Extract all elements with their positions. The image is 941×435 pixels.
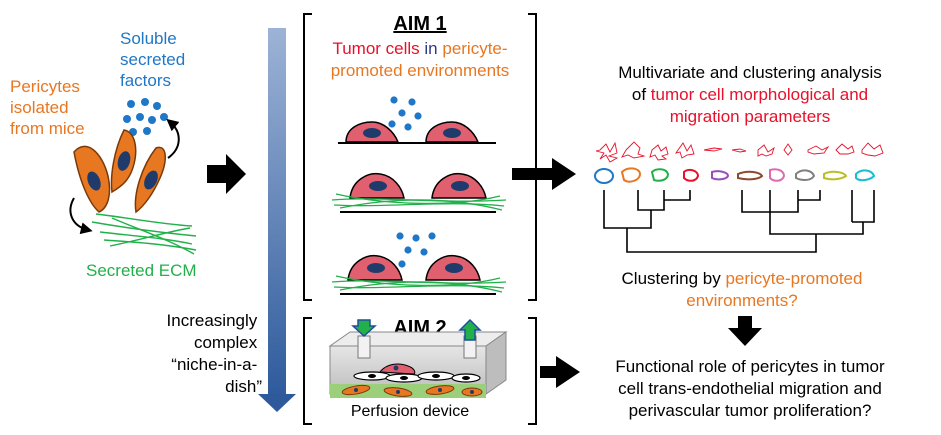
migration-tracks [595, 141, 884, 163]
pericyte-cell-icon [134, 146, 166, 214]
right-panel: Multivariate and clustering analysis of … [594, 63, 885, 420]
condition-ecm [331, 172, 507, 213]
aim1-panel: AIM 1 Tumor cells in pericyte- promoted … [303, 13, 537, 301]
up-arrow-icon [458, 318, 482, 341]
down-arrow-icon [258, 394, 296, 412]
curved-arrow-icon [166, 118, 180, 159]
pericyte-cell-icon [110, 129, 137, 194]
pericyte-cell-icon [73, 145, 111, 213]
soluble-factor-dots [123, 98, 168, 136]
dendrogram-icon [603, 190, 875, 253]
perfusion-device-icon [328, 318, 508, 398]
tumor-cell-icon [431, 172, 487, 199]
tumor-cell-icon [347, 254, 403, 281]
functional-line1: Functional role of pericytes in tumor [615, 357, 885, 376]
left-panel: Pericytes isolated from mice Soluble sec… [10, 29, 197, 280]
analysis-line1: Multivariate and clustering analysis [618, 63, 882, 82]
secreted-ecm-label: Secreted ECM [86, 261, 197, 280]
tumor-cell-icon [379, 363, 416, 375]
aim1-title: AIM 1 [393, 13, 446, 35]
condition-combined [331, 232, 507, 295]
soluble-factors-label: Soluble secreted factors [120, 29, 190, 90]
tumor-cell-icon [425, 254, 481, 281]
condition-soluble [338, 96, 496, 144]
analysis-line2: of tumor cell morphological and [632, 85, 868, 104]
complexity-axis: Increasingly complex “niche-in-a- dish” [167, 28, 296, 412]
functional-line3: perivascular tumor proliferation? [629, 401, 872, 420]
down-arrow-icon [728, 316, 762, 346]
perfusion-device-label: Perfusion device [351, 403, 469, 420]
tumor-cell-icon [425, 121, 480, 143]
aim1-subtitle: Tumor cells in pericyte- [332, 39, 507, 58]
clustering-line2: environments? [686, 291, 798, 310]
functional-line2: cell trans-endothelial migration and [618, 379, 882, 398]
complexity-label: Increasingly complex “niche-in-a- dish” [167, 311, 263, 396]
down-arrow-icon [351, 319, 377, 338]
right-arrow-icon [540, 356, 580, 388]
curved-arrow-icon [69, 197, 93, 235]
clustering-line1: Clustering by pericyte-promoted [622, 269, 863, 288]
aim1-subtitle-line2: promoted environments [331, 61, 510, 80]
right-arrow-icon [207, 154, 246, 194]
analysis-line3: migration parameters [670, 107, 831, 126]
ecm-fibers [91, 213, 197, 255]
tumor-cell-icon [345, 121, 400, 143]
pericytes-label: Pericytes isolated from mice [10, 77, 85, 138]
cell-shapes [594, 167, 876, 184]
tumor-cell-icon [349, 172, 405, 199]
right-arrow-icon [512, 158, 576, 190]
aim2-panel: AIM 2 [303, 317, 537, 425]
